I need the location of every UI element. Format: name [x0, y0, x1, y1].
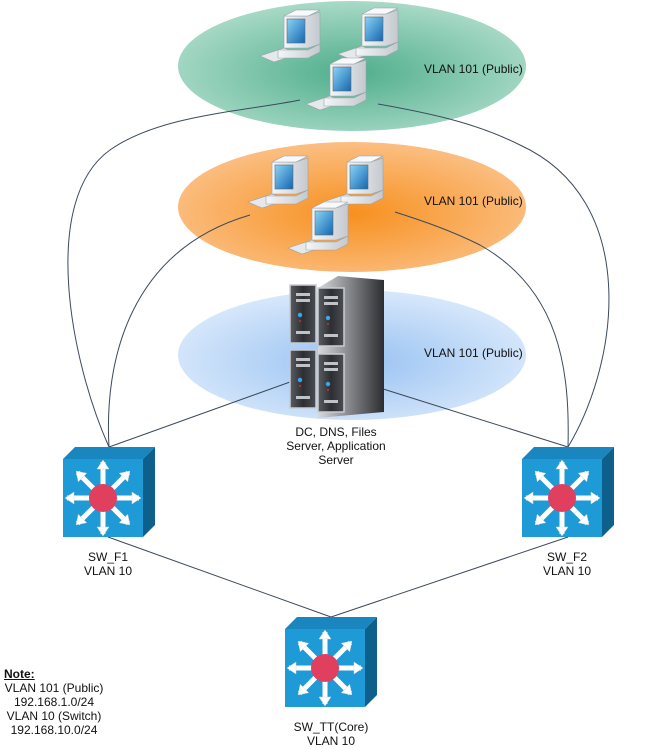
server-icon — [317, 287, 345, 347]
server-icon — [289, 284, 317, 344]
server-icon — [317, 353, 345, 413]
switch-vlan: VLAN 10 — [83, 564, 133, 578]
switch-sw-f2-icon — [522, 447, 614, 537]
server-stack-icon — [289, 276, 384, 418]
switch-sw-tt-label: SW_TT(Core) VLAN 10 — [294, 720, 369, 748]
switch-sw-tt-icon — [285, 617, 377, 707]
note-line: VLAN 10 (Switch) — [6, 709, 102, 723]
switch-vlan: VLAN 10 — [542, 564, 592, 578]
link-sw-f2-core — [330, 536, 569, 618]
link-sw-f2-bottom — [379, 387, 569, 448]
server-label-line: Server, Application — [286, 439, 386, 453]
switch-name: SW_F2 — [546, 550, 587, 564]
note-line: 192.168.1.0/24 — [13, 695, 95, 709]
note-line: 192.168.10.0/24 — [10, 723, 98, 737]
zone-bottom-label: VLAN 101 (Public) — [424, 346, 523, 360]
note-line: VLAN 101 (Public) — [4, 681, 104, 695]
switch-name: SW_TT(Core) — [293, 720, 369, 734]
link-sw-f1-bottom — [108, 381, 291, 448]
link-sw-f1-middle — [107, 214, 251, 448]
server-label-line: Server — [318, 453, 354, 467]
switch-sw-f2-label: SW_F2 VLAN 10 — [543, 550, 591, 578]
zone-middle-label: VLAN 101 (Public) — [424, 194, 523, 208]
switch-vlan: VLAN 10 — [306, 734, 356, 748]
note-box: Note: VLAN 101 (Public) 192.168.1.0/24 V… — [4, 667, 104, 737]
link-sw-f1-top — [67, 99, 301, 448]
zone-top-label: VLAN 101 (Public) — [424, 62, 523, 76]
server-icon — [289, 349, 317, 409]
server-label: DC, DNS, Files Server, Application Serve… — [286, 425, 385, 467]
server-label-line: DC, DNS, Files — [295, 425, 377, 439]
note-title: Note: — [4, 667, 35, 681]
link-sw-f2-top — [377, 103, 610, 448]
link-sw-f2-middle — [394, 211, 569, 448]
link-sw-f1-core — [107, 536, 332, 618]
zone-middle-ellipse — [178, 142, 526, 272]
switch-sw-f1-label: SW_F1 VLAN 10 — [84, 550, 132, 578]
switch-sw-f1-icon — [63, 447, 155, 537]
switch-name: SW_F1 — [87, 550, 128, 564]
